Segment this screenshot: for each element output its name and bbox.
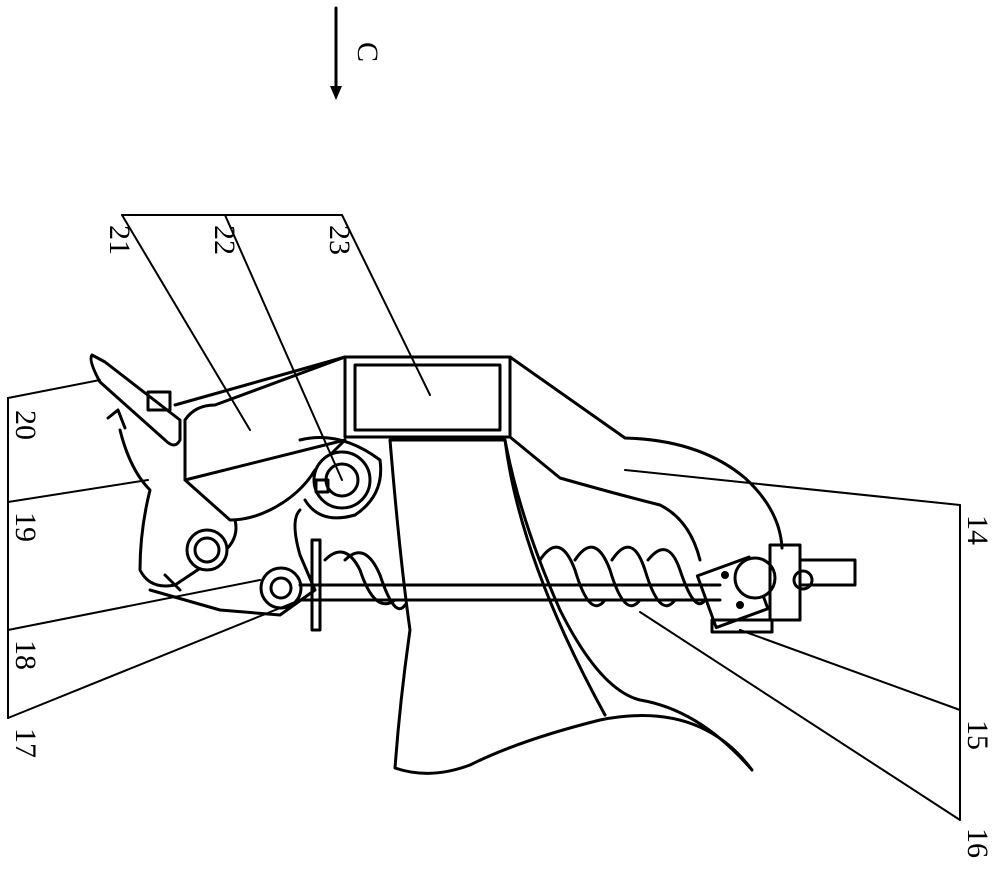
- arm-inner-outline: [510, 437, 700, 560]
- leader-line: [8, 580, 260, 630]
- section-letter: C: [351, 42, 384, 62]
- spring-assembly: [300, 540, 855, 632]
- callout-22: 22: [208, 225, 241, 255]
- handle-tab: [108, 410, 125, 428]
- blade-inner-curve: [505, 440, 605, 715]
- handle-bolt: [148, 392, 170, 410]
- section-arrow-icon: [330, 86, 342, 100]
- handle-20: [91, 355, 180, 445]
- callout-14: 14: [961, 515, 994, 545]
- callout-18: 18: [9, 640, 42, 670]
- clevis-dot: [736, 601, 744, 609]
- leader-line: [625, 470, 960, 505]
- callout-16: 16: [961, 828, 994, 858]
- blade-body: [390, 440, 752, 773]
- support-block: [345, 357, 510, 437]
- leader-lines: [8, 215, 960, 820]
- callout-17: 17: [9, 728, 42, 758]
- section-marker: C: [330, 8, 384, 100]
- clevis-dot: [721, 571, 729, 579]
- support-block-inner: [355, 365, 500, 430]
- leader-line: [8, 380, 100, 398]
- callout-20: 20: [9, 410, 42, 440]
- callout-19: 19: [9, 512, 42, 542]
- spring-coil: [325, 552, 395, 604]
- leader-line: [8, 480, 148, 502]
- main-frame: [175, 357, 782, 773]
- callout-labels: 21 22 23 20 19 18 17 14 15 16: [9, 225, 994, 858]
- callout-23: 23: [323, 225, 356, 255]
- lever-pivot-outer: [187, 530, 227, 570]
- callout-21: 21: [103, 225, 136, 255]
- callout-15: 15: [961, 720, 994, 750]
- leader-line: [8, 600, 300, 718]
